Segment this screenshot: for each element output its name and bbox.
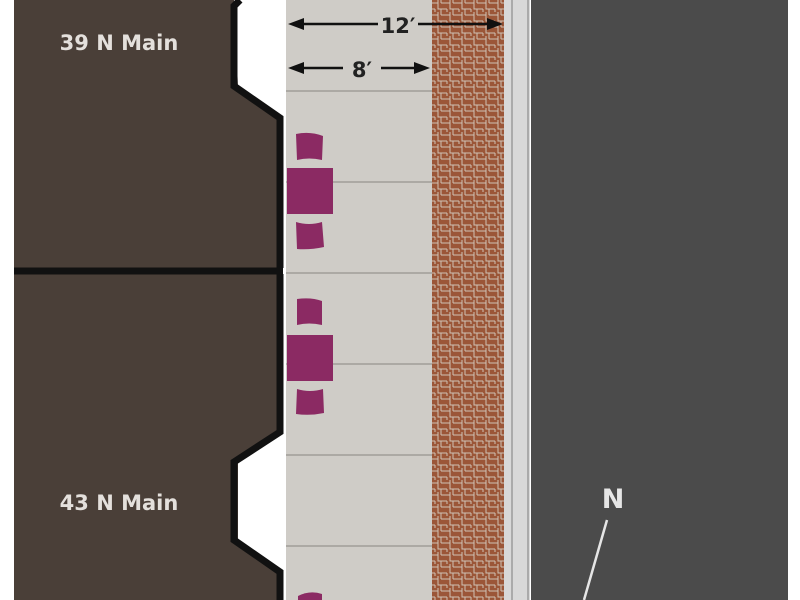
brick-paver-strip [432, 0, 504, 600]
table [287, 335, 333, 381]
chair [296, 132, 323, 160]
north-arrow: N [582, 484, 625, 600]
chair [296, 222, 324, 250]
dimension-total-width-label: 12′ [381, 14, 416, 38]
building-walls [14, 0, 284, 600]
north-arrow-label: N [602, 484, 625, 515]
chair [296, 389, 324, 415]
chair [297, 298, 322, 325]
dimension-total-width [288, 18, 503, 30]
table [287, 168, 333, 214]
building-label-43-n-main: 43 N Main [60, 491, 179, 515]
north-arrow-line [582, 519, 609, 600]
cafe-set-3 [298, 592, 322, 600]
curb [504, 0, 530, 600]
building-label-39-n-main: 39 N Main [60, 31, 179, 55]
building-39-n-main [14, 0, 282, 268]
cafe-set-1 [287, 132, 333, 250]
dimension-inner-width [288, 62, 430, 74]
chair [298, 592, 322, 600]
dimension-inner-width-label: 8′ [352, 58, 373, 82]
sidewalk [286, 0, 432, 600]
cafe-set-2 [287, 298, 333, 415]
street [531, 0, 788, 600]
building-43-n-main [14, 274, 282, 600]
